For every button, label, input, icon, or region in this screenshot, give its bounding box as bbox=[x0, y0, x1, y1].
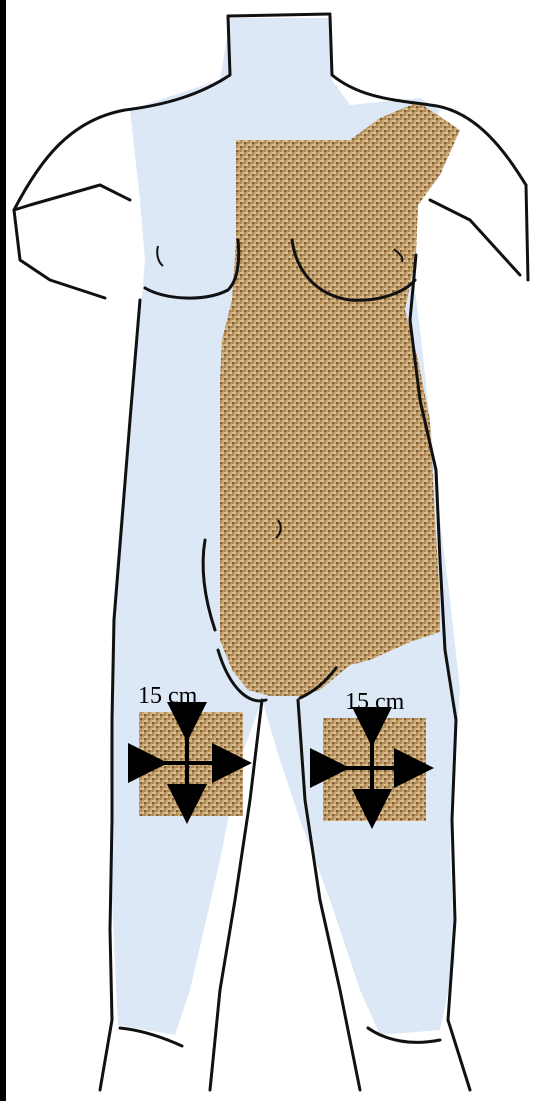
right-patch-size-label: 15 cm bbox=[345, 689, 405, 715]
frame-left-border bbox=[0, 0, 6, 1101]
left-arm-outline bbox=[14, 185, 130, 298]
outer-right-leg bbox=[448, 820, 470, 1090]
right-arm-outline bbox=[430, 185, 528, 280]
torso-burlap-region bbox=[220, 102, 460, 696]
left-patch-size-label: 15 cm bbox=[138, 683, 198, 709]
outer-left-leg bbox=[100, 820, 112, 1090]
top-neck-line bbox=[228, 14, 330, 16]
